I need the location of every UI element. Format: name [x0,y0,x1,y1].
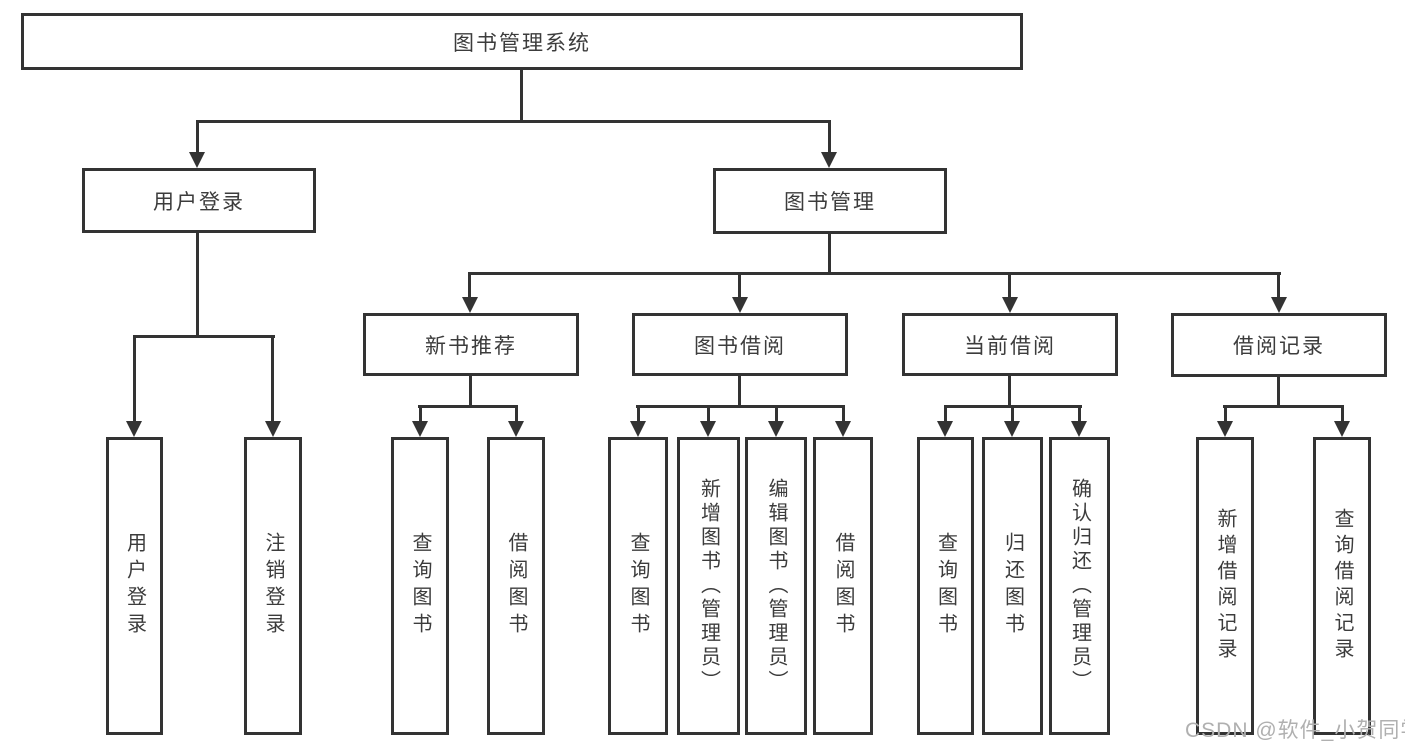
connector-vline [738,376,741,405]
connector-hline [636,405,845,408]
connector-vline [1277,377,1280,405]
leaf-borrow-book-recommend: 借阅图书 [487,437,545,735]
node-new-book-recommend-label: 新书推荐 [425,334,517,358]
node-current-borrow: 当前借阅 [902,313,1118,376]
leaf-query-book-borrow-label: 查询图书 [627,532,649,640]
node-root: 图书管理系统 [21,13,1023,70]
connector-vline [1008,376,1011,405]
node-borrow-records-label: 借阅记录 [1233,335,1325,358]
node-user-login-label: 用户登录 [153,190,245,214]
node-root-label: 图书管理系统 [453,31,591,55]
connector-hline [133,335,275,338]
leaf-user-login: 用户登录 [106,437,163,735]
node-current-borrow-label: 当前借阅 [964,334,1056,358]
connector-vline [271,335,274,421]
connector-vline [196,233,199,336]
leaf-borrow-book-borrow: 借阅图书 [813,437,873,735]
connector-arrow-down [1004,421,1020,437]
connector-vline [637,405,640,423]
connector-vline [1008,272,1011,298]
connector-vline [133,335,136,421]
connector-arrow-down [1002,297,1018,313]
leaf-logout: 注销登录 [244,437,302,735]
leaf-logout-label: 注销登录 [262,532,284,640]
connector-arrow-down [1071,421,1087,437]
connector-vline [775,405,778,423]
connector-vline [1277,272,1280,298]
leaf-edit-book-admin: 编辑图书（管理员） [745,437,807,735]
connector-arrow-down [835,421,851,437]
connector-vline [419,405,422,423]
leaf-return-book: 归还图书 [982,437,1043,735]
leaf-query-borrow-record: 查询借阅记录 [1313,437,1371,735]
leaf-query-book-recommend-label: 查询图书 [409,532,431,640]
connector-arrow-down [1271,297,1287,313]
connector-vline [1224,405,1227,423]
leaf-query-book-borrow: 查询图书 [608,437,668,735]
connector-vline [469,376,472,405]
connector-arrow-down [630,421,646,437]
leaf-query-book-current: 查询图书 [917,437,974,735]
connector-hline [418,405,518,408]
connector-vline [828,120,831,154]
connector-arrow-down [821,152,837,168]
node-user-login: 用户登录 [82,168,316,233]
node-book-borrow: 图书借阅 [632,313,848,376]
leaf-add-book-admin-label: 新增图书（管理员） [697,478,720,694]
connector-arrow-down [462,297,478,313]
connector-arrow-down [189,152,205,168]
leaf-edit-book-admin-label: 编辑图书（管理员） [765,478,787,694]
leaf-add-borrow-record: 新增借阅记录 [1196,437,1254,735]
connector-vline [196,120,199,154]
connector-arrow-down [768,421,784,437]
connector-arrow-down [412,421,428,437]
connector-arrow-down [937,421,953,437]
connector-arrow-down [1217,421,1233,437]
leaf-query-borrow-record-label: 查询借阅记录 [1331,508,1353,664]
connector-vline [468,272,471,298]
connector-vline [828,234,831,273]
leaf-query-book-current-label: 查询图书 [934,532,957,640]
connector-vline [842,405,845,423]
connector-arrow-down [126,421,142,437]
leaf-add-borrow-record-label: 新增借阅记录 [1214,508,1236,664]
connector-arrow-down [1334,421,1350,437]
connector-arrow-down [732,297,748,313]
connector-hline [1223,405,1344,408]
connector-hline [468,272,1281,275]
connector-arrow-down [508,421,524,437]
node-book-borrow-label: 图书借阅 [694,334,786,358]
node-borrow-records: 借阅记录 [1171,313,1387,377]
leaf-borrow-book-borrow-label: 借阅图书 [832,532,854,640]
leaf-query-book-recommend: 查询图书 [391,437,449,735]
leaf-confirm-return-admin-label: 确认归还（管理员） [1068,478,1091,694]
connector-hline [196,120,831,123]
leaf-add-book-admin: 新增图书（管理员） [677,437,740,735]
connector-vline [515,405,518,423]
connector-vline [1078,405,1081,423]
leaf-borrow-book-recommend-label: 借阅图书 [505,532,527,640]
node-book-management-label: 图书管理 [784,191,876,214]
connector-arrow-down [265,421,281,437]
connector-vline [944,405,947,423]
connector-vline [707,405,710,423]
node-book-management: 图书管理 [713,168,947,234]
connector-arrow-down [700,421,716,437]
leaf-return-book-label: 归还图书 [1001,532,1024,640]
watermark: CSDN @软件_小贺同学 [1185,719,1405,742]
node-new-book-recommend: 新书推荐 [363,313,579,376]
connector-vline [520,70,523,120]
connector-vline [738,272,741,298]
leaf-user-login-label: 用户登录 [123,532,146,640]
connector-vline [1011,405,1014,423]
leaf-confirm-return-admin: 确认归还（管理员） [1049,437,1110,735]
connector-vline [1341,405,1344,423]
